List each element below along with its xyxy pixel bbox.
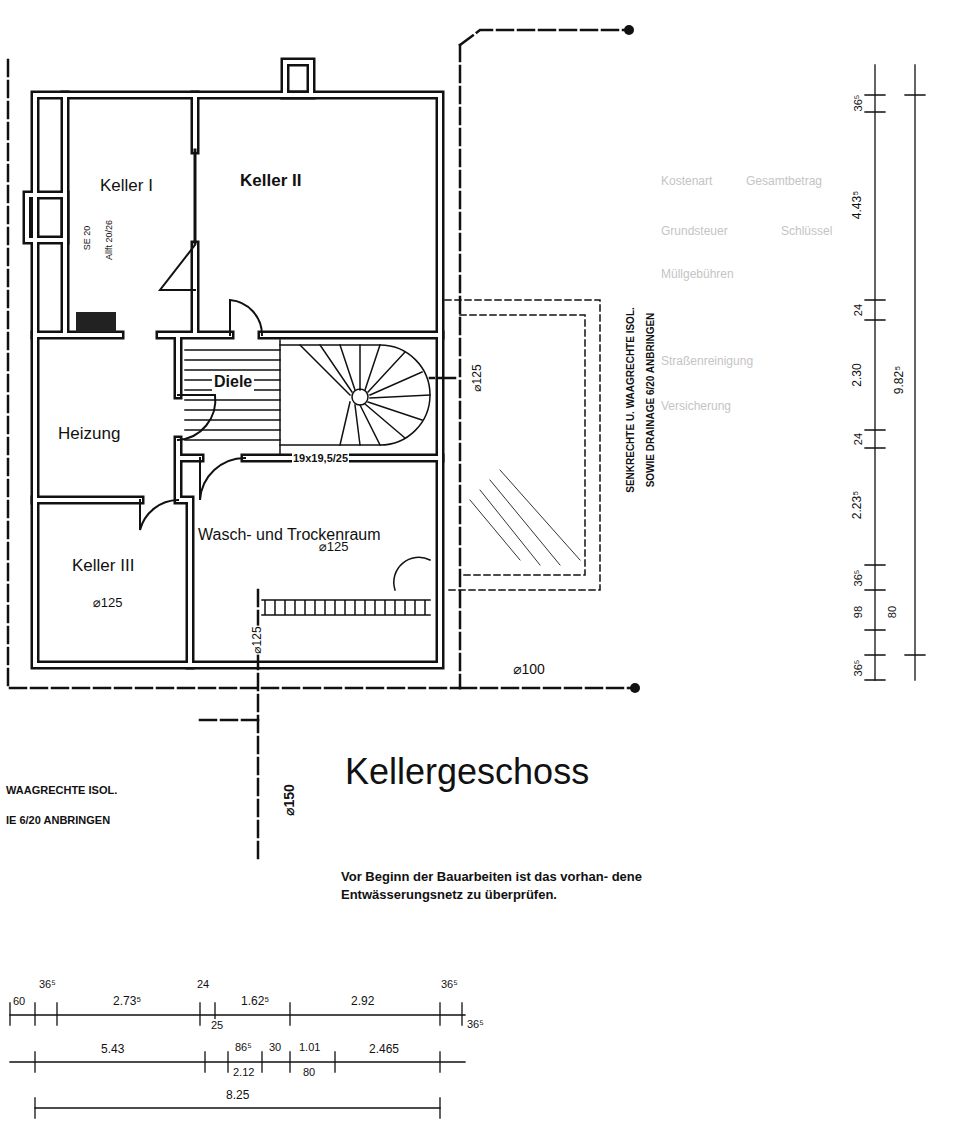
note: Vor Beginn der Bauarbeiten ist das vorha… (340, 868, 692, 903)
dimension: 36⁵ (440, 978, 459, 990)
plan-title: Kellergeschoss (345, 752, 589, 792)
dimension: 2.12 (232, 1066, 255, 1078)
dimension: 25 (210, 1019, 224, 1031)
room: Keller II (198, 112, 430, 330)
room-name: Keller I (98, 177, 155, 196)
bleed-text: Straßenreinigung (660, 355, 754, 368)
pipe-size: ⌀150 (282, 783, 297, 817)
dimension: 36⁵ (852, 659, 864, 678)
room-name: Keller III (70, 557, 136, 576)
dimension: 1.62⁵ (240, 995, 270, 1008)
pipe-size: ⌀125 (318, 540, 350, 554)
bleed-text: Schlüssel (780, 225, 833, 238)
note: SENKRECHTE U. WAAGRECHTE ISOL. (625, 306, 636, 494)
stair-size: 19x19,5/25 (292, 452, 349, 464)
pipe-size: ⌀125 (251, 625, 264, 654)
room: Diele (182, 342, 280, 450)
vent-mark: SE 20 (83, 225, 93, 252)
room-name: Diele (212, 373, 254, 391)
dimension: 2.23⁵ (851, 490, 864, 520)
dimension: 80 (302, 1066, 316, 1078)
dimension: 36⁵ (852, 569, 864, 588)
note: WAAGRECHTE ISOL. (5, 784, 118, 796)
note: IE 6/20 ANBRINGEN (5, 814, 111, 826)
dimension: 30 (268, 1041, 282, 1053)
room: Keller I (70, 115, 195, 330)
bleed-text: Grundsteuer (660, 225, 729, 238)
dimension: 2.73⁵ (112, 995, 142, 1008)
room-name: Heizung (56, 425, 122, 444)
room: Keller III (45, 505, 185, 655)
room-name: Keller II (238, 172, 303, 191)
dimension: 4.43⁵ (851, 190, 864, 220)
dimension: 24 (852, 432, 864, 446)
dimension: 36⁵ (852, 94, 864, 113)
room: Wasch- und Trockenraum (182, 462, 430, 590)
note: SOWIE DRAINAGE 6/20 ANBRINGEN (645, 312, 656, 489)
dimension: 9.82⁵ (893, 365, 906, 395)
dimension: 86⁵ (234, 1041, 253, 1053)
room: Heizung (40, 345, 176, 495)
bleed-text: Versicherung (660, 400, 732, 413)
bleed-text: Müllgebühren (660, 268, 735, 281)
dimension: 24 (852, 303, 864, 317)
dimension: 2.92 (350, 995, 375, 1008)
dimension: 36⁵ (38, 978, 57, 990)
bleed-text: Kostenart (660, 175, 713, 188)
dimension: 60 (12, 995, 26, 1007)
vent-mark: Allft 20/26 (105, 219, 115, 261)
dimension: 80 (886, 605, 898, 619)
dimension: 24 (196, 978, 210, 990)
dimension: 2.30 (851, 362, 864, 387)
dimension: 5.43 (100, 1043, 125, 1056)
bleed-text: Gesamtbetrag (745, 175, 823, 188)
pipe-size: ⌀125 (92, 596, 124, 610)
dimension: 1.01 (298, 1041, 321, 1053)
pipe-size: ⌀100 (512, 662, 546, 677)
room-name: Wasch- und Trockenraum (196, 526, 383, 544)
dimension: 8.25 (225, 1089, 250, 1102)
dimension: 2.465 (368, 1043, 400, 1056)
dimension: 98 (852, 605, 864, 619)
pipe-size: ⌀125 (471, 363, 484, 392)
dimension: 36⁵ (466, 1018, 485, 1030)
